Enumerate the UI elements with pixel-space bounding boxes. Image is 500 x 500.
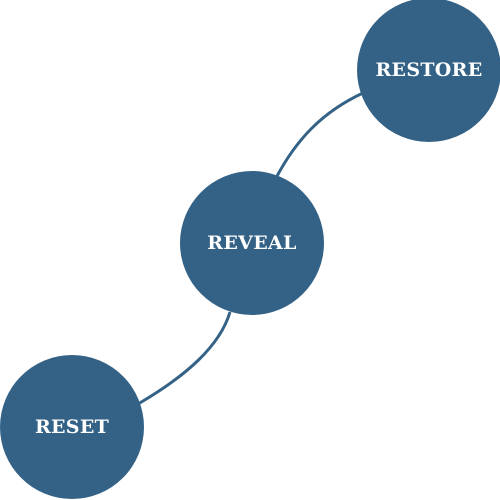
node-restore: RESTORE	[357, 0, 500, 142]
node-reveal-label: REVEAL	[207, 232, 297, 254]
node-reveal: REVEAL	[180, 171, 324, 315]
node-reset-label: RESET	[34, 416, 110, 438]
connector-reveal-restore	[274, 91, 364, 179]
node-restore-label: RESTORE	[375, 59, 483, 81]
node-reset: RESET	[0, 355, 144, 499]
connector-reset-reveal	[137, 311, 232, 406]
